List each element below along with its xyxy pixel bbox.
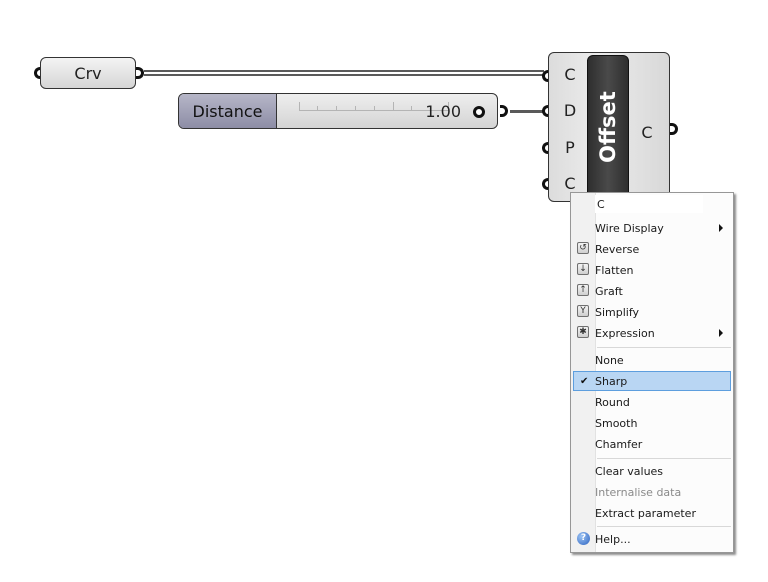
- output-label-c[interactable]: C: [641, 123, 653, 142]
- menu-item-label: Chamfer: [595, 437, 643, 451]
- slider-tick: [393, 102, 394, 110]
- curve-param-label: Crv: [74, 63, 102, 83]
- crv-input-grip[interactable]: [34, 67, 42, 79]
- help-icon: ?: [577, 532, 590, 545]
- component-name-bar: Offset: [587, 55, 629, 199]
- slider-tick: [299, 102, 300, 110]
- menu-item-clear-values[interactable]: Clear values: [573, 461, 731, 481]
- menu-item-label: Help...: [595, 532, 631, 546]
- slider-label: Distance: [179, 94, 277, 128]
- menu-separator: [597, 347, 731, 348]
- menu-item-label: Flatten: [595, 263, 634, 277]
- menu-item-help[interactable]: ? Help...: [573, 529, 731, 549]
- crv-output-grip[interactable]: [136, 67, 144, 79]
- menu-item-reverse[interactable]: ↺ Reverse: [573, 239, 731, 259]
- menu-separator: [597, 458, 731, 459]
- distance-output-grip[interactable]: [500, 105, 508, 117]
- slider-tick: [336, 106, 337, 110]
- input-label-d[interactable]: D: [563, 101, 577, 120]
- menu-item-label: Wire Display: [595, 221, 664, 235]
- menu-item-flatten[interactable]: ↓ Flatten: [573, 260, 731, 280]
- menu-item-extract-parameter[interactable]: Extract parameter: [573, 503, 731, 523]
- menu-item-graft[interactable]: ↑ Graft: [573, 281, 731, 301]
- wire-crv-to-offset-c[interactable]: [144, 70, 544, 76]
- input-label-p[interactable]: P: [565, 138, 575, 157]
- menu-item-round[interactable]: Round: [573, 392, 731, 412]
- slider-knob[interactable]: [473, 106, 485, 118]
- slider-label-text: Distance: [192, 101, 263, 121]
- wire-distance-to-offset-d[interactable]: [510, 110, 544, 113]
- offset-output-grip-c[interactable]: [670, 123, 678, 135]
- curve-param-node[interactable]: Crv: [40, 57, 136, 89]
- slider-tick: [430, 106, 431, 110]
- menu-item-label: Reverse: [595, 242, 640, 256]
- menu-item-label: Graft: [595, 284, 623, 298]
- slider-value: 1.00: [425, 101, 461, 121]
- graft-icon: ↑: [577, 284, 589, 296]
- param-name-text: C: [597, 197, 605, 211]
- menu-item-simplify[interactable]: Y Simplify: [573, 302, 731, 322]
- menu-item-label: Sharp: [595, 374, 628, 388]
- param-name-field[interactable]: C: [595, 195, 703, 213]
- menu-item-chamfer[interactable]: Chamfer: [573, 434, 731, 454]
- menu-separator: [597, 526, 731, 527]
- menu-item-label: Clear values: [595, 464, 664, 478]
- menu-item-smooth[interactable]: Smooth: [573, 413, 731, 433]
- slider-tick: [374, 106, 375, 110]
- slider-tick: [411, 106, 412, 110]
- menu-item-expression[interactable]: ✱ Expression: [573, 323, 731, 343]
- input-label-c2[interactable]: C: [564, 174, 576, 193]
- reverse-icon: ↺: [577, 242, 589, 254]
- menu-item-sharp[interactable]: ✔ Sharp: [573, 371, 731, 391]
- menu-item-label: Smooth: [595, 416, 638, 430]
- simplify-icon: Y: [577, 305, 589, 317]
- expression-icon: ✱: [577, 326, 589, 338]
- slider-tick: [317, 106, 318, 110]
- input-label-c[interactable]: C: [564, 65, 576, 84]
- menu-item-internalise-data: Internalise data: [573, 482, 731, 502]
- checkmark-icon: ✔: [580, 375, 589, 387]
- distance-number-slider[interactable]: Distance 1.00: [178, 93, 498, 129]
- submenu-arrow-icon: [719, 224, 723, 232]
- slider-tick: [355, 106, 356, 110]
- offset-component[interactable]: C D P C Offset C: [548, 52, 670, 202]
- menu-item-label: Simplify: [595, 305, 640, 319]
- menu-item-none[interactable]: None: [573, 350, 731, 370]
- menu-item-label: Expression: [595, 326, 655, 340]
- offset-input-grip-c2[interactable]: [542, 178, 550, 190]
- menu-item-label: None: [595, 353, 624, 367]
- slider-tick: [448, 102, 449, 110]
- component-name: Offset: [596, 91, 620, 163]
- menu-item-wire-display[interactable]: Wire Display: [573, 218, 731, 238]
- submenu-arrow-icon: [719, 329, 723, 337]
- flatten-icon: ↓: [577, 263, 589, 275]
- menu-item-label: Extract parameter: [595, 506, 696, 520]
- offset-input-grip-c[interactable]: [542, 70, 550, 82]
- menu-item-label: Round: [595, 395, 630, 409]
- offset-input-grip-d[interactable]: [542, 105, 550, 117]
- offset-input-grip-p[interactable]: [542, 142, 550, 154]
- menu-item-label: Internalise data: [595, 485, 682, 499]
- slider-track[interactable]: [299, 102, 449, 111]
- context-menu: C Wire Display ↺ Reverse ↓ Flatten ↑ Gra…: [570, 192, 734, 553]
